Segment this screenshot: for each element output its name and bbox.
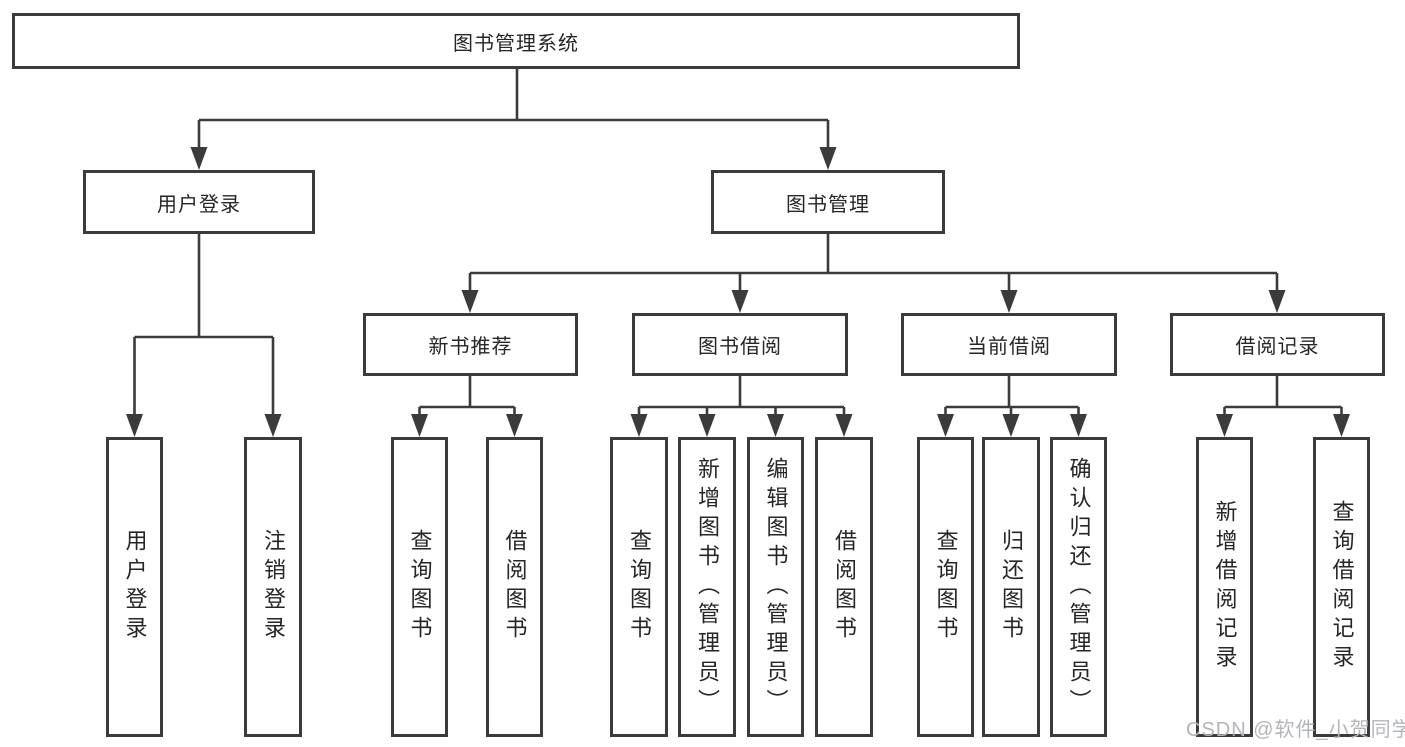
arrow-down-icon	[937, 414, 954, 437]
arrow-down-icon	[1000, 290, 1018, 313]
arrowheads	[126, 147, 1350, 437]
leaf-add-borrow-record: 新增借阅记录	[1196, 437, 1253, 737]
leaf-label: 查询借阅记录	[1329, 500, 1355, 674]
leaf-return-books: 归还图书	[982, 437, 1040, 737]
leaf-borrowing-query-books: 查询图书	[610, 437, 668, 737]
arrow-down-icon	[1070, 414, 1087, 437]
leaf-logout: 注销登录	[244, 437, 302, 737]
arrow-down-icon	[1333, 414, 1350, 437]
leaf-label: 确认归还（管理员）	[1066, 456, 1092, 718]
arrow-down-icon	[461, 290, 479, 313]
arrow-down-icon	[698, 414, 716, 437]
arrow-down-icon	[126, 414, 143, 437]
leaf-edit-books-admin: 编辑图书（管理员）	[747, 437, 804, 737]
leaf-label: 用户登录	[122, 529, 148, 645]
arrow-down-icon	[1002, 414, 1020, 437]
leaf-label: 查询图书	[933, 529, 959, 645]
leaf-user-login: 用户登录	[106, 437, 163, 737]
node-book-management: 图书管理	[711, 170, 945, 234]
connector	[133, 69, 1343, 419]
leaf-add-books-admin: 新增图书（管理员）	[678, 437, 736, 737]
node-borrowing-records: 借阅记录	[1170, 313, 1385, 376]
arrow-down-icon	[731, 290, 749, 313]
arrow-down-icon	[819, 147, 837, 170]
node-new-book-recommend: 新书推荐	[363, 313, 578, 376]
leaf-label: 新增图书（管理员）	[695, 456, 720, 718]
leaf-label: 借阅图书	[502, 529, 528, 645]
arrow-down-icon	[1268, 290, 1286, 313]
leaf-borrow-books: 借阅图书	[815, 437, 873, 737]
leaf-label: 查询图书	[627, 529, 652, 645]
node-book-borrowing: 图书借阅	[632, 313, 848, 376]
arrow-down-icon	[835, 414, 853, 437]
leaf-label: 查询图书	[407, 529, 433, 645]
leaf-recommend-query-books: 查询图书	[391, 437, 448, 737]
arrow-down-icon	[767, 414, 784, 437]
node-user-login: 用户登录	[83, 170, 315, 234]
leaf-label: 借阅图书	[832, 529, 857, 645]
arrow-down-icon	[190, 147, 208, 170]
node-current-borrowing: 当前借阅	[901, 313, 1117, 376]
leaf-label: 编辑图书（管理员）	[763, 456, 789, 718]
node-root: 图书管理系统	[12, 13, 1020, 69]
leaf-confirm-return-admin: 确认归还（管理员）	[1050, 437, 1107, 737]
arrow-down-icon	[630, 414, 648, 437]
leaf-label: 新增借阅记录	[1212, 500, 1238, 674]
leaf-label: 注销登录	[261, 529, 286, 645]
leaf-recommend-borrow-books: 借阅图书	[486, 437, 543, 737]
watermark: CSDN @软件_小贺同学	[1186, 719, 1405, 741]
arrow-down-icon	[411, 414, 428, 437]
arrow-down-icon	[264, 414, 282, 437]
arrow-down-icon	[1216, 414, 1233, 437]
leaf-label: 归还图书	[999, 529, 1024, 645]
leaf-current-query-books: 查询图书	[917, 437, 974, 737]
leaf-query-borrow-record: 查询借阅记录	[1313, 437, 1370, 737]
arrow-down-icon	[506, 414, 523, 437]
